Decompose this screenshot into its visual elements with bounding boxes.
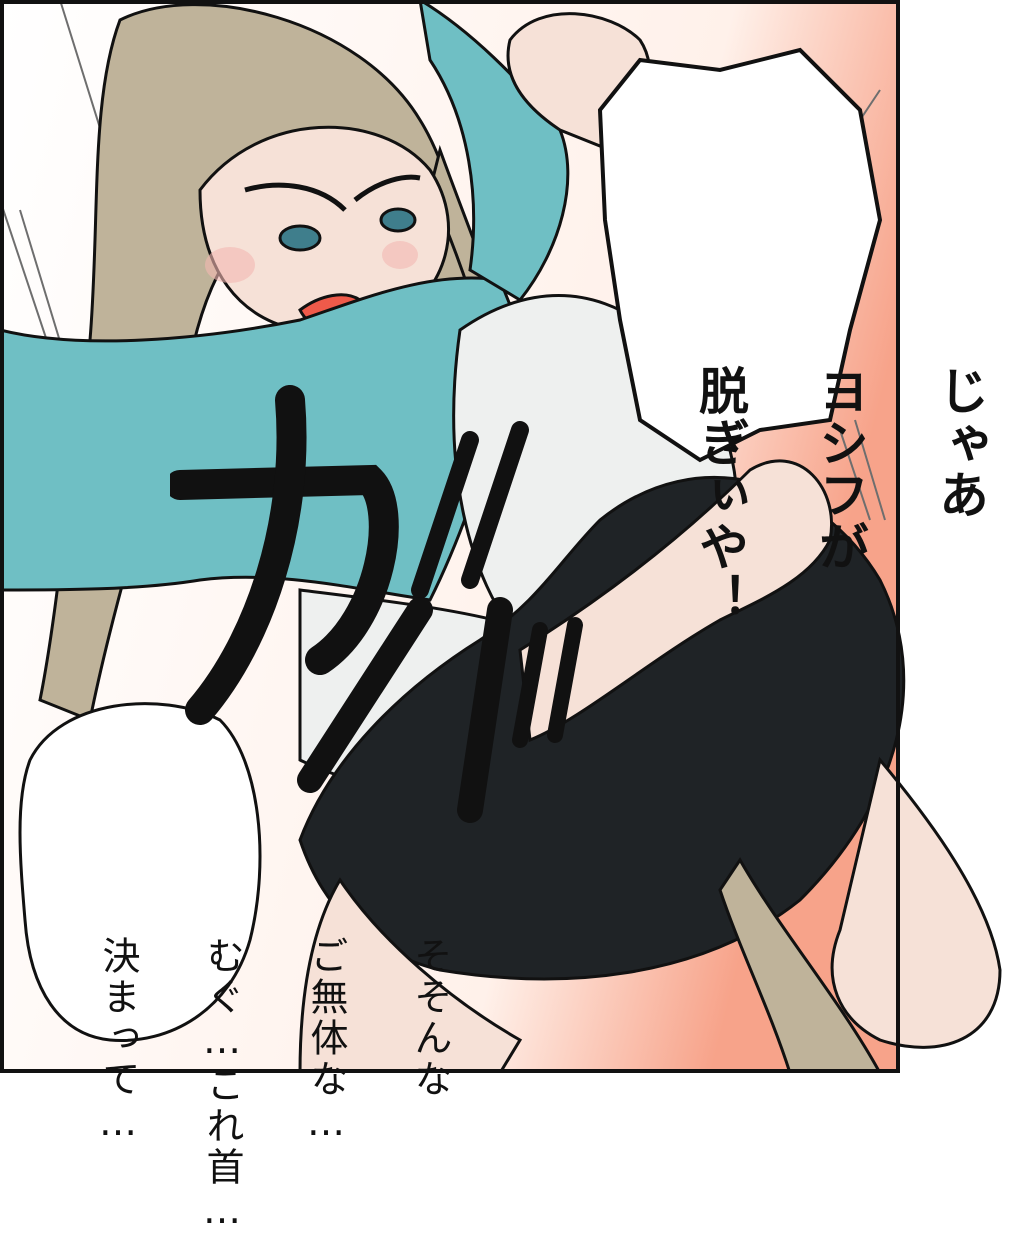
sfx-stroke: [185, 385, 307, 725]
speech-text-main: じゃあ ヨシフが 脱ぎぃや！: [630, 125, 1026, 625]
face: [198, 125, 451, 332]
panel-border: [0, 0, 900, 1073]
arm-lower: [518, 459, 833, 743]
speech-line: 決まって…: [96, 936, 140, 1147]
eyebrow-right: [353, 174, 421, 202]
speech-line: じゃあ: [931, 365, 989, 521]
speech-bubble-small: [18, 702, 262, 1042]
speech-line: むぐ…これ首…: [200, 936, 244, 1235]
teal-sleeve: [418, 0, 570, 302]
speech-line: 脱ぎぃや！: [691, 365, 749, 625]
sfx-stroke: [170, 464, 399, 675]
panel-artwork: [0, 0, 1002, 1073]
speech-line: そそんな: [408, 936, 452, 1100]
speech-bubble-main: [597, 47, 883, 463]
eyebrow-left: [244, 182, 347, 212]
hair-lower: [718, 857, 882, 1073]
eye-left: [278, 224, 322, 252]
speech-line: ご無体な…: [304, 936, 348, 1147]
speech-text-small: そそんな ご無体な… むぐ…これ首… 決まって…: [40, 748, 508, 1235]
leg-right: [830, 756, 1002, 1049]
blush: [205, 247, 255, 283]
leg-left: [298, 877, 523, 1073]
speech-line: ヨシフが: [811, 365, 869, 573]
eye-right: [379, 207, 417, 233]
sfx-gaba: [170, 385, 583, 823]
